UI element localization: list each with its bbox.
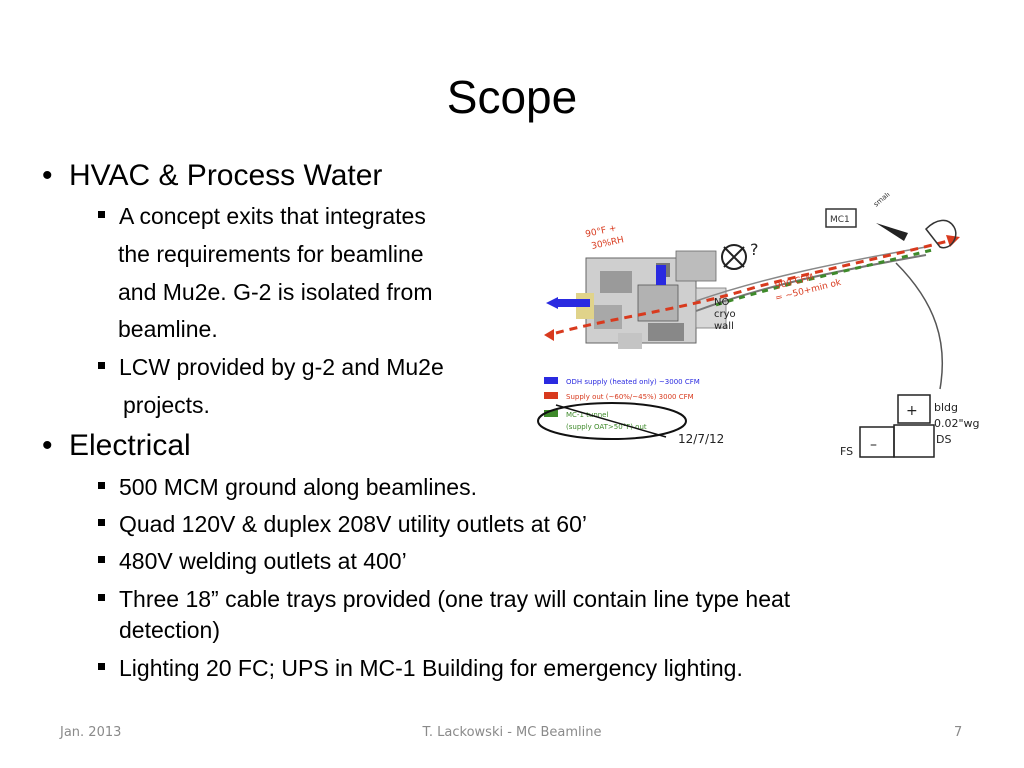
concept-line-2: the requirements for beamline [118, 241, 424, 267]
square-bullet-icon [98, 519, 105, 526]
crossed-circle-icon [721, 244, 747, 270]
square-bullet-icon [98, 482, 105, 489]
bldg-box-plus [897, 394, 931, 424]
legend-supply-swatch [544, 392, 558, 399]
legend-circle [537, 402, 687, 440]
bullet-dot-icon: • [42, 159, 53, 192]
square-bullet-icon [98, 211, 105, 218]
ds-label: DS [936, 433, 951, 446]
electrical-item-text: 500 MCM ground along beamlines. [119, 474, 477, 500]
electrical-item-text: Three 18” cable trays provided (one tray… [119, 586, 791, 612]
electrical-item-text: Quad 120V & duplex 208V utility outlets … [119, 511, 587, 537]
no-cryo-3: wall [714, 321, 734, 332]
small-exhaust-label: small exhaust [872, 193, 915, 209]
legend-tunnel-swatch [544, 410, 558, 417]
electrical-item-text: 480V welding outlets at 400’ [119, 548, 407, 574]
square-bullet-icon [98, 663, 105, 670]
electrical-item-continuation: detection) [119, 617, 221, 643]
sketch-date: 12/7/12 [678, 432, 724, 446]
mc1-box [825, 208, 857, 228]
page-number: 7 [954, 725, 963, 740]
legend-tunnel: MC-1 tunnel [566, 411, 608, 419]
legend-odh-swatch [544, 377, 558, 384]
fs-label: FS [840, 445, 853, 458]
tunnel-airflow-line [715, 247, 937, 307]
question-mark: ? [750, 240, 759, 259]
no-cryo-1: NO [714, 297, 729, 308]
bldg-label: bldg [934, 401, 958, 414]
odh-supply-arrow [558, 299, 590, 307]
hvac-sketch-image: MC1 small exhaust ? 90°F + 30%RH 900 CFM… [537, 193, 980, 458]
lcw-line-2: projects. [123, 392, 210, 418]
legend-tunnel-2: (supply OAT>50°F) out [566, 423, 647, 431]
concept-line-1: A concept exits that integrates [119, 203, 426, 229]
legend-odh: ODH supply (heated only) ~3000 CFM [566, 378, 700, 386]
bldg-pressure-label: 0.02"wg [934, 417, 980, 430]
bullet-dot-icon: • [42, 429, 53, 462]
lcw-line-1: LCW provided by g-2 and Mu2e [119, 354, 444, 380]
concept-line-3: and Mu2e. G-2 is isolated from [118, 279, 433, 305]
electrical-item-text: Lighting 20 FC; UPS in MC-1 Building for… [119, 655, 743, 681]
mc1-label: MC1 [830, 215, 850, 225]
fs-box-minus [859, 426, 895, 458]
legend-supply: Supply out (~60%/~45%) 3000 CFM [566, 393, 694, 401]
square-bullet-icon [98, 362, 105, 369]
slide-title: Scope [446, 71, 578, 123]
footer-date: Jan. 2013 [60, 725, 122, 740]
concept-line-4: beamline. [118, 316, 218, 342]
minus-sign: – [870, 437, 877, 453]
hvac-heading: HVAC & Process Water [69, 159, 383, 192]
building-plan [576, 250, 727, 349]
square-bullet-icon [98, 594, 105, 601]
footer-author: T. Lackowski - MC Beamline [422, 725, 602, 740]
no-cryo-2: cryo [714, 309, 736, 320]
square-bullet-icon [98, 556, 105, 563]
plus-sign: + [906, 403, 918, 419]
electrical-heading: Electrical [69, 429, 191, 462]
